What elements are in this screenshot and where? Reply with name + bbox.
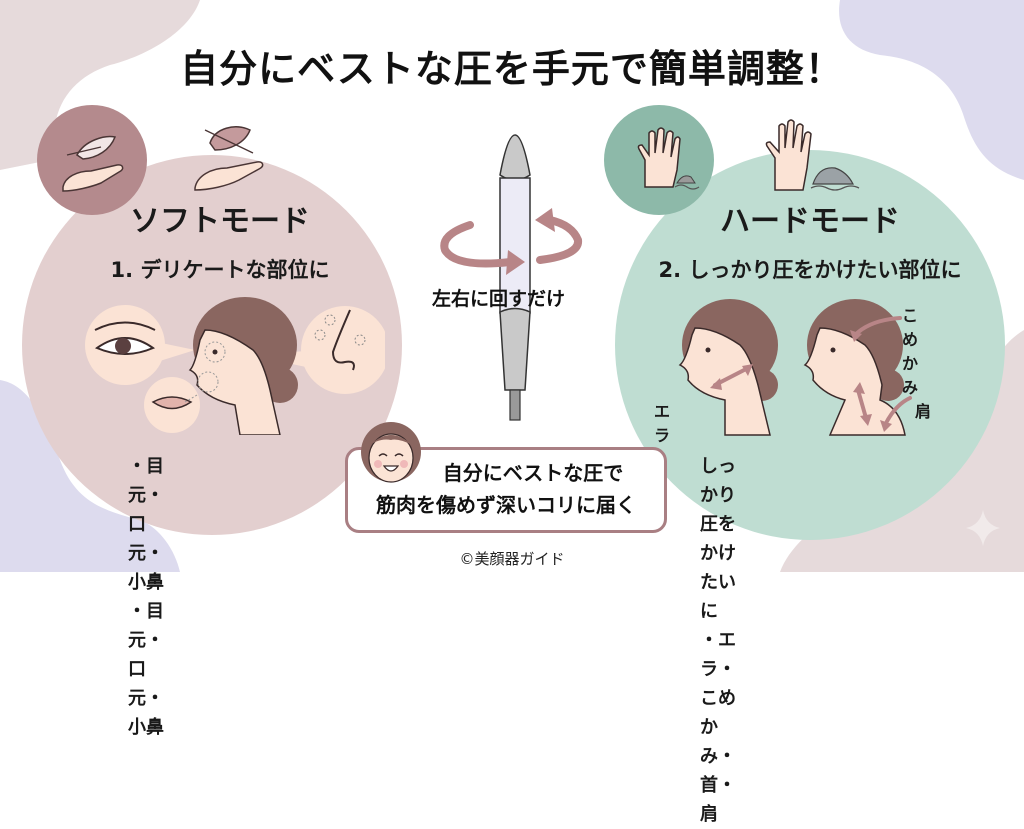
hard-list-item: ・エラ・こめかみ・首・肩 — [700, 630, 736, 825]
temple-label: こめかみ — [902, 306, 919, 397]
facial-device-pen — [440, 134, 582, 421]
soft-mode-subtitle: 1. デリケートな部位に — [110, 258, 330, 282]
soft-mode-title: ソフトモード — [130, 204, 310, 239]
face-profiles-hard-areas — [678, 299, 912, 436]
hard-mode-subtitle: 2. しっかり圧をかけたい部位に — [658, 258, 962, 282]
jaw-label: エラ — [654, 402, 671, 445]
feather-on-hand-icon — [62, 135, 124, 192]
hand-on-rock-icon — [637, 127, 700, 190]
shoulder-label: 肩 — [915, 402, 932, 421]
soft-mode-list: ・目元・口元・小鼻 ・目元・口元・小鼻 — [128, 452, 164, 742]
page-title: 自分にベストな圧を手元で簡単調整！ — [180, 47, 844, 91]
nose-closeup — [301, 306, 385, 394]
feather-on-hand-icon — [194, 126, 264, 191]
hand-on-rock-icon — [765, 119, 860, 191]
rotate-label: 左右に回すだけ — [432, 288, 566, 310]
credit-text: ©美顔器ガイド — [459, 550, 565, 568]
face-profile-delicate-areas — [85, 297, 385, 435]
hard-mode-list: しっかり圧をかけたいに ・エラ・こめかみ・首・肩 — [700, 452, 736, 829]
soft-list-item: ・目元・口元・小鼻 — [128, 456, 164, 593]
bubble-line-2: 筋肉を傷めず深いコリに届く — [376, 493, 636, 517]
rotate-arrows-icon — [440, 208, 582, 275]
hard-list-item: しっかり圧をかけたいに — [700, 456, 736, 622]
smiling-woman-avatar — [361, 422, 421, 483]
soft-list-item: ・目元・口元・小鼻 — [128, 601, 164, 738]
hard-mode-title: ハードモード — [720, 204, 900, 239]
bubble-line-1: 自分にベストな圧で — [442, 461, 624, 485]
